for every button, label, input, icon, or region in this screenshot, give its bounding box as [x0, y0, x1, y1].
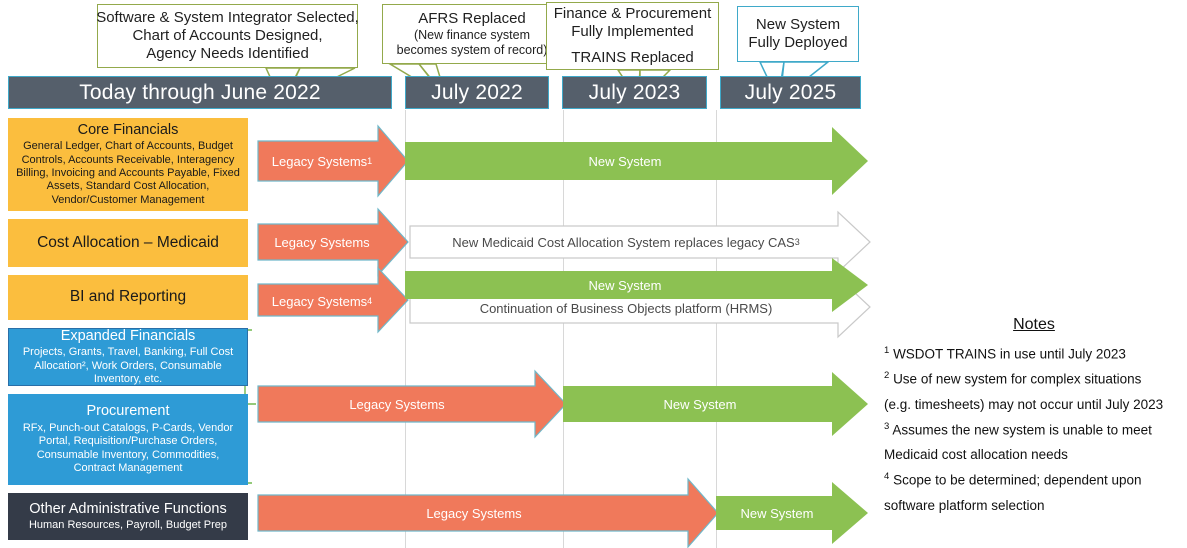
- arrow-new-system-other-admin: [716, 482, 868, 544]
- note-item-3: 3 Assumes the new system is unable to me…: [884, 418, 1184, 443]
- note-3-line-2: Medicaid cost allocation needs: [884, 447, 1068, 463]
- category-other-administrative-functions[interactable]: Other Administrative Functions Human Res…: [8, 493, 248, 540]
- gridline-july-2025: [716, 110, 717, 548]
- category-other-admin-title: Other Administrative Functions: [29, 500, 227, 517]
- note-item-2: 2 Use of new system for complex situatio…: [884, 367, 1184, 392]
- category-procurement-desc: RFx, Punch-out Catalogs, P-Cards, Vendor…: [22, 421, 234, 475]
- arrow-new-system-expanded-procurement: [563, 372, 868, 436]
- category-bi-and-reporting-title: BI and Reporting: [69, 288, 187, 306]
- period-bar-july-2022: July 2022: [405, 76, 549, 109]
- note-item-3-cont: Medicaid cost allocation needs: [884, 443, 1184, 468]
- category-bi-and-reporting[interactable]: BI and Reporting: [8, 275, 248, 320]
- period-bar-july-2023: July 2023: [562, 76, 707, 109]
- period-label-1: Today through June 2022: [79, 80, 321, 104]
- arrow-new-system-bi-reporting: [405, 258, 868, 312]
- note-1-sup: 1: [884, 345, 890, 356]
- note-4-sup: 4: [884, 471, 890, 483]
- note-1-line-1: WSDOT TRAINS in use until July 2023: [893, 346, 1126, 362]
- period-label-2: July 2022: [431, 80, 523, 104]
- note-item-4: 4 Scope to be determined; dependent upon: [884, 468, 1184, 493]
- note-item-1: 1 WSDOT TRAINS in use until July 2023: [884, 342, 1184, 367]
- category-expanded-financials-desc: Projects, Grants, Travel, Banking, Full …: [22, 346, 234, 385]
- category-procurement-title: Procurement: [86, 403, 170, 420]
- callout-2-line-1: (New finance system: [413, 28, 530, 43]
- category-core-financials-title: Core Financials: [77, 121, 179, 138]
- category-other-admin-desc: Human Resources, Payroll, Budget Prep: [28, 518, 228, 531]
- category-cost-allocation-medicaid[interactable]: Cost Allocation – Medicaid: [8, 219, 248, 267]
- callout-4-line-1: New System: [755, 16, 841, 34]
- arrow-legacy-bi-reporting: [257, 266, 409, 334]
- category-expanded-financials[interactable]: Expanded Financials Projects, Grants, Tr…: [8, 328, 248, 386]
- callout-milestone-2: AFRS Replaced (New finance system become…: [382, 4, 562, 64]
- arrow-new-system-core-financials: [405, 127, 868, 195]
- callout-milestone-4: New System Fully Deployed: [737, 6, 859, 62]
- callout-1-line-1: Software & System Integrator Selected,: [96, 9, 359, 27]
- callout-milestone-1: Software & System Integrator Selected, C…: [96, 4, 359, 68]
- note-3-line-1: Assumes the new system is unable to meet: [892, 422, 1152, 438]
- arrow-legacy-cost-allocation: [257, 207, 409, 277]
- callout-3-line-2: Fully Implemented: [571, 22, 694, 40]
- note-2-line-1: Use of new system for complex situations: [893, 371, 1142, 387]
- note-item-2-cont: (e.g. timesheets) may not occur until Ju…: [884, 393, 1184, 418]
- note-3-sup: 3: [884, 420, 890, 432]
- gridline-july-2022: [405, 110, 406, 548]
- callout-2-title: AFRS Replaced: [418, 10, 526, 28]
- notes-title: Notes: [1013, 316, 1055, 333]
- callout-2-line-2: becomes system of record): [396, 42, 548, 57]
- callout-3-line-4: TRAINS Replaced: [571, 49, 694, 67]
- note-4-line-1: Scope to be determined; dependent upon: [893, 472, 1142, 488]
- arrow-legacy-other-admin: [257, 477, 719, 548]
- period-bar-july-2025: July 2025: [720, 76, 861, 109]
- category-core-financials-desc: General Ledger, Chart of Accounts, Budge…: [16, 140, 240, 206]
- callout-3-line-1: Finance & Procurement: [553, 4, 712, 22]
- callout-4-line-2: Fully Deployed: [748, 34, 848, 51]
- period-label-3: July 2023: [588, 80, 681, 104]
- callout-1-line-2: Chart of Accounts Designed,: [132, 27, 323, 45]
- arrow-legacy-core-financials: [257, 124, 409, 198]
- category-expanded-financials-title: Expanded Financials: [60, 327, 196, 344]
- note-4-line-2: software platform selection: [884, 497, 1045, 513]
- period-label-4: July 2025: [744, 80, 837, 104]
- arrow-legacy-expanded-procurement: [257, 369, 567, 439]
- arrow-medicaid-cost-allocation-bar: [409, 210, 871, 274]
- note-2-sup: 2: [884, 370, 890, 382]
- callout-milestone-3: Finance & Procurement Fully Implemented …: [546, 2, 719, 70]
- callout-1-line-3: Agency Needs Identified: [146, 44, 309, 62]
- note-item-4-cont: software platform selection: [884, 494, 1184, 519]
- period-bar-today-through-june-2022: Today through June 2022: [8, 76, 392, 109]
- note-2-line-2: (e.g. timesheets) may not occur until Ju…: [884, 396, 1164, 412]
- notes-panel: Notes 1 WSDOT TRAINS in use until July 2…: [884, 316, 1184, 519]
- category-core-financials[interactable]: Core Financials General Ledger, Chart of…: [8, 118, 248, 211]
- category-procurement[interactable]: Procurement RFx, Punch-out Catalogs, P-C…: [8, 394, 248, 485]
- gridline-july-2023: [563, 110, 564, 548]
- category-cost-allocation-medicaid-title: Cost Allocation – Medicaid: [37, 233, 219, 251]
